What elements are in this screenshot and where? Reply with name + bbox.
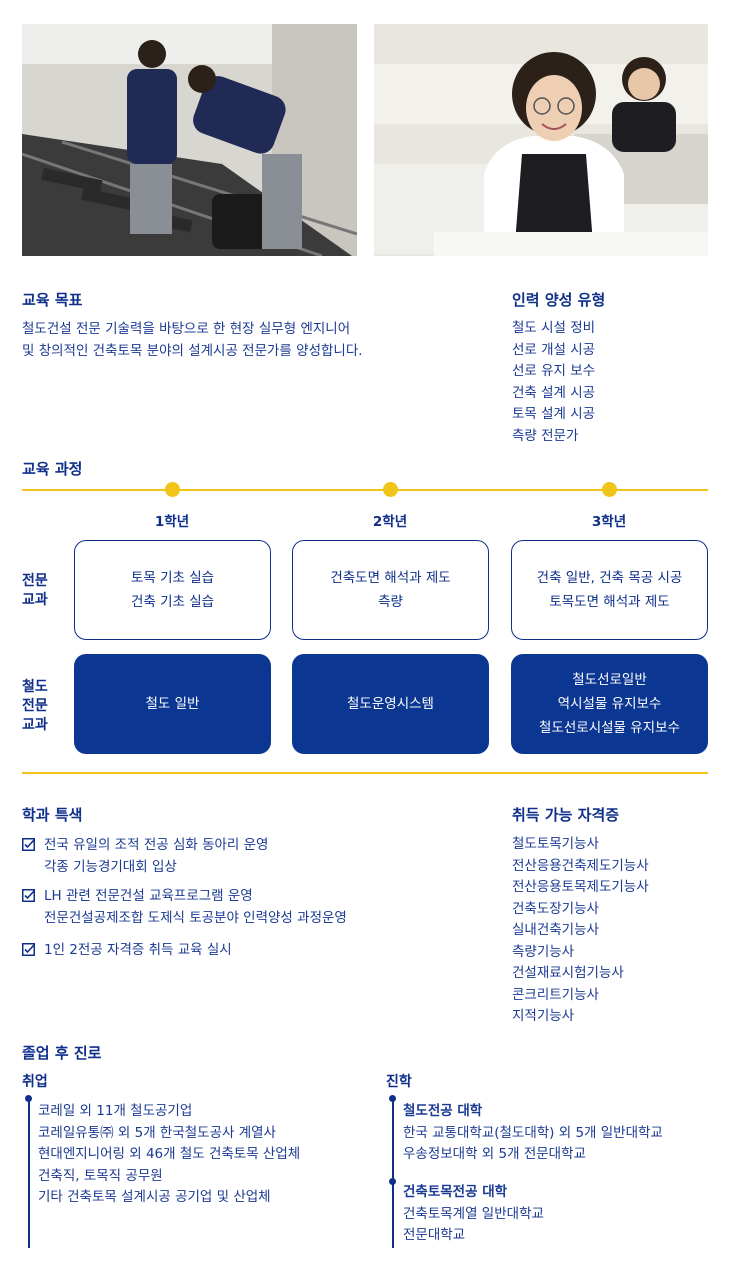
railway-year-1-box: 철도 일반	[74, 654, 271, 754]
list-item: 한국 교통대학교(철도대학) 외 5개 일반대학교	[403, 1124, 663, 1141]
row-label-line: 전문	[22, 698, 48, 714]
subject: 토목도면 해석과 제도	[549, 594, 670, 610]
timeline-dot	[389, 1095, 396, 1102]
goal-line: 및 창의적인 건축토목 분야의 설계시공 전문가를 양성합니다.	[22, 343, 363, 359]
feature-line: 각종 기능경기대회 입상	[44, 858, 177, 875]
list-item: 측량 전문가	[512, 427, 579, 444]
features-title: 학과 특색	[22, 806, 83, 824]
checkbox-icon	[22, 943, 35, 956]
list-item: 건축직, 토목직 공무원	[38, 1167, 163, 1184]
timeline-dot	[602, 482, 617, 497]
study-group-railway: 철도전공 대학 한국 교통대학교(철도대학) 외 5개 일반대학교 우송정보대학…	[403, 1101, 663, 1166]
talent-types-list: 철도 시설 정비 선로 개설 시공 선로 유지 보수 건축 설계 시공 토목 설…	[512, 318, 595, 447]
year-3-label: 3학년	[591, 514, 627, 530]
list-item: 실내건축기능사	[512, 922, 599, 938]
list-item: 기타 건축토목 설계시공 공기업 및 산업체	[38, 1189, 271, 1205]
list-item: 전산응용건축제도기능사	[512, 857, 649, 874]
subject: 역시설물 유지보수	[557, 696, 662, 712]
checkbox-icon	[22, 889, 35, 902]
education-goal-text: 철도건설 전문 기술력을 바탕으로 한 현장 실무형 엔지니어 및 창의적인 건…	[22, 318, 363, 362]
subject: 철도 일반	[145, 696, 200, 712]
list-item: 전문대학교	[403, 1227, 466, 1243]
major-year-3-box: 건축 일반, 건축 목공 시공 토목도면 해석과 제도	[511, 540, 708, 640]
list-item: 현대엔지니어링 외 46개 철도 건축토목 산업체	[38, 1146, 301, 1162]
goal-line: 철도건설 전문 기술력을 바탕으로 한 현장 실무형 엔지니어	[22, 321, 351, 337]
study-group-title: 철도전공 대학	[403, 1103, 483, 1119]
year-1-label: 1학년	[154, 514, 190, 530]
list-item: 건축도장기능사	[512, 900, 599, 917]
feature-item: 1인 2전공 자격증 취득 교육 실시	[22, 940, 232, 962]
timeline-dot	[383, 482, 398, 497]
education-goal-title: 교육 목표	[22, 291, 83, 309]
feature-line: 전문건설공제조합 도제식 토공분야 인력양성 과정운영	[44, 909, 347, 926]
study-group-construction: 건축토목전공 대학 건축토목계열 일반대학교 전문대학교	[403, 1182, 544, 1247]
checkbox-icon	[22, 838, 35, 851]
list-item: 우송정보대학 외 5개 전문대학교	[403, 1146, 586, 1162]
list-item: 코레일 외 11개 철도공기업	[38, 1103, 193, 1119]
timeline-dot	[389, 1178, 396, 1185]
list-item: 철도토목기능사	[512, 836, 599, 852]
subject: 건축 일반, 건축 목공 시공	[536, 570, 683, 586]
subject: 건축도면 해석과 제도	[330, 570, 451, 586]
major-subjects-label: 전문 교과	[22, 572, 48, 610]
career-title: 졸업 후 진로	[22, 1044, 102, 1062]
list-item: 건축토목계열 일반대학교	[403, 1205, 544, 1222]
list-item: 전산응용토목제도기능사	[512, 879, 649, 895]
feature-item: LH 관련 전문건설 교육프로그램 운영 전문건설공제조합 도제식 토공분야 인…	[22, 886, 347, 929]
further-study-title: 진학	[386, 1074, 412, 1090]
subject: 측량	[378, 594, 403, 610]
study-group-title: 건축토목전공 대학	[403, 1184, 508, 1200]
list-item: 건축 설계 시공	[512, 384, 596, 401]
railway-subjects-label: 철도 전문 교과	[22, 678, 48, 735]
timeline-line	[22, 489, 708, 491]
feature-line: LH 관련 전문건설 교육프로그램 운영	[44, 888, 253, 904]
talent-types-title: 인력 양성 유형	[512, 291, 606, 309]
subject: 철도운영시스템	[347, 696, 434, 712]
section-divider	[22, 772, 708, 774]
list-item: 코레일유통㈜ 외 5개 한국철도공사 계열사	[38, 1124, 276, 1141]
feature-line: 1인 2전공 자격증 취득 교육 실시	[44, 942, 232, 958]
certificates-list: 철도토목기능사 전산응용건축제도기능사 전산응용토목제도기능사 건축도장기능사 …	[512, 834, 649, 1028]
list-item: 콘크리트기능사	[512, 986, 599, 1003]
row-label-line: 교과	[22, 592, 48, 608]
curriculum-title: 교육 과정	[22, 460, 83, 478]
railway-year-3-box: 철도선로일반 역시설물 유지보수 철도선로시설물 유지보수	[511, 654, 708, 754]
subject: 철도선로시설물 유지보수	[539, 720, 680, 736]
list-item: 선로 유지 보수	[512, 363, 596, 379]
list-item: 지적기능사	[512, 1008, 575, 1024]
timeline-dot	[165, 482, 180, 497]
list-item: 건설재료시험기능사	[512, 965, 624, 981]
subject: 건축 기초 실습	[130, 594, 215, 610]
list-item: 측량기능사	[512, 943, 575, 960]
study-line	[392, 1098, 394, 1248]
feature-item: 전국 유일의 조적 전공 심화 동아리 운영 각종 기능경기대회 입상	[22, 835, 268, 878]
employment-line	[28, 1098, 30, 1248]
year-2-label: 2학년	[372, 514, 408, 530]
list-item: 토목 설계 시공	[512, 406, 596, 422]
students-railway-training-photo	[22, 24, 357, 256]
list-item: 선로 개설 시공	[512, 341, 596, 358]
railway-year-2-box: 철도운영시스템	[292, 654, 489, 754]
list-item: 철도 시설 정비	[512, 320, 596, 336]
feature-line: 전국 유일의 조적 전공 심화 동아리 운영	[44, 837, 269, 853]
employment-list: 코레일 외 11개 철도공기업 코레일유통㈜ 외 5개 한국철도공사 계열사 현…	[38, 1101, 300, 1209]
employment-title: 취업	[22, 1074, 48, 1090]
row-label-line: 교과	[22, 717, 48, 733]
subject: 철도선로일반	[572, 672, 647, 688]
subject: 토목 기초 실습	[130, 570, 215, 586]
row-label-line: 철도	[22, 679, 48, 695]
major-year-2-box: 건축도면 해석과 제도 측량	[292, 540, 489, 640]
students-smiling-photo	[374, 24, 708, 256]
major-year-1-box: 토목 기초 실습 건축 기초 실습	[74, 540, 271, 640]
certificates-title: 취득 가능 자격증	[512, 806, 620, 824]
row-label-line: 전문	[22, 573, 48, 589]
